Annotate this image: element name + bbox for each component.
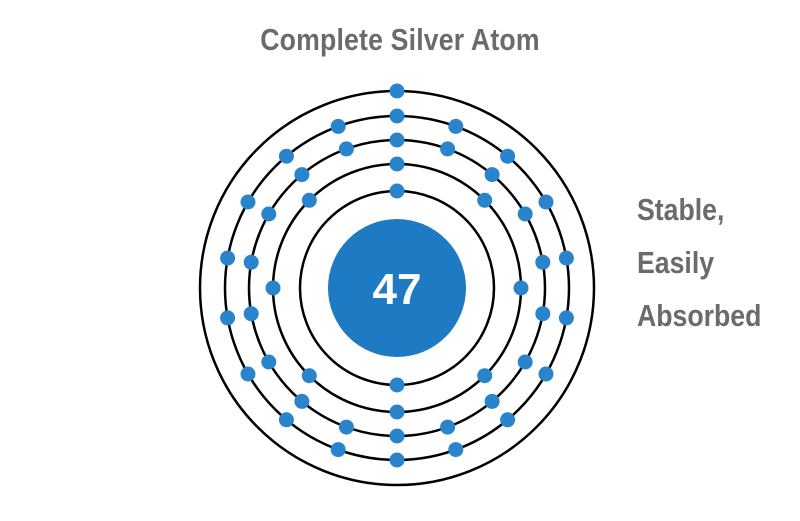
electron <box>389 428 405 444</box>
electron <box>389 183 405 199</box>
electron <box>243 306 259 322</box>
electron <box>558 250 574 266</box>
electron <box>484 393 500 409</box>
electron <box>448 442 464 458</box>
electron <box>538 366 554 382</box>
nucleus <box>328 219 466 357</box>
electron <box>338 419 354 435</box>
electron <box>513 280 529 296</box>
caption-line-3: Absorbed <box>637 298 762 333</box>
electron <box>517 206 533 222</box>
electron <box>330 118 346 134</box>
electron <box>301 368 317 384</box>
electron <box>484 167 500 183</box>
electron <box>535 306 551 322</box>
electron <box>389 404 405 420</box>
electrons <box>220 83 574 468</box>
diagram-title: Complete Silver Atom <box>260 22 540 57</box>
nucleus-label: 47 <box>373 265 422 314</box>
caption-line-1: Stable, <box>637 192 725 227</box>
caption-line-2: Easily <box>637 245 715 280</box>
electron <box>389 156 405 172</box>
electron <box>389 452 405 468</box>
electron <box>440 141 456 157</box>
electron <box>558 310 574 326</box>
electron <box>278 148 294 164</box>
electron <box>301 192 317 208</box>
electron <box>500 412 516 428</box>
electron <box>389 377 405 393</box>
electron <box>338 141 354 157</box>
electron <box>535 254 551 270</box>
electron <box>477 192 493 208</box>
electron <box>389 108 405 124</box>
electron <box>294 393 310 409</box>
electron <box>240 194 256 210</box>
electron <box>517 354 533 370</box>
electron <box>261 206 277 222</box>
electron <box>278 412 294 428</box>
electron <box>389 83 405 99</box>
electron <box>538 194 554 210</box>
electron <box>240 366 256 382</box>
electron <box>440 419 456 435</box>
electron <box>448 118 464 134</box>
electron <box>330 442 346 458</box>
electron <box>261 354 277 370</box>
electron <box>243 254 259 270</box>
electron <box>477 368 493 384</box>
electron <box>389 132 405 148</box>
electron <box>294 167 310 183</box>
caption: Stable, Easily Absorbed <box>637 183 775 342</box>
electron <box>265 280 281 296</box>
electron <box>500 148 516 164</box>
electron <box>220 310 236 326</box>
electron <box>220 250 236 266</box>
